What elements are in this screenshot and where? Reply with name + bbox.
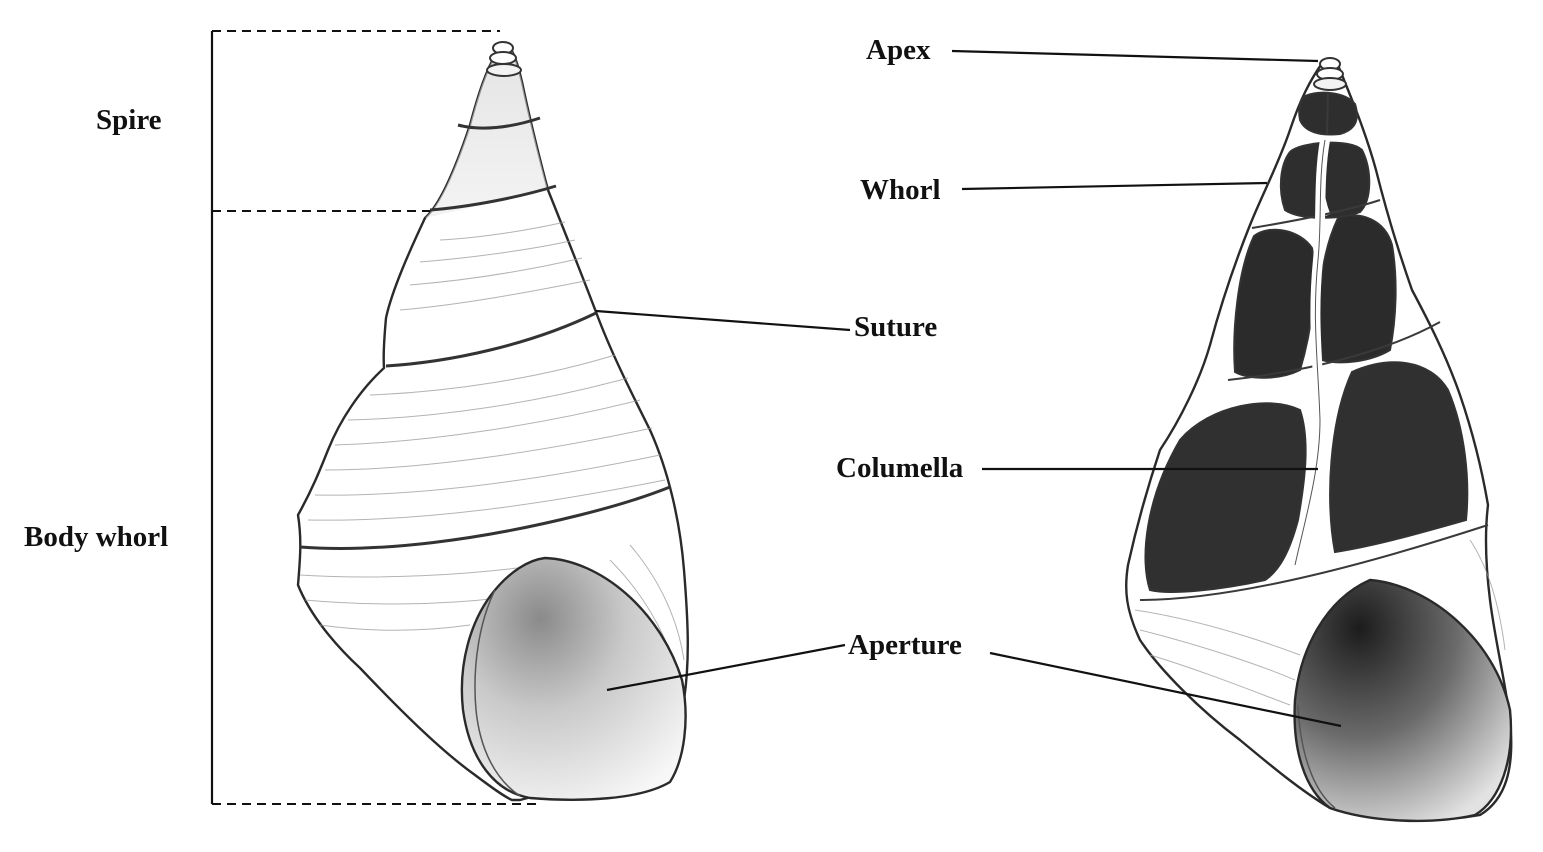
suture-line bbox=[299, 485, 671, 550]
label-columella: Columella bbox=[836, 452, 964, 484]
suture-line bbox=[457, 116, 541, 130]
exterior-aperture bbox=[460, 556, 687, 801]
apex-ring bbox=[1313, 77, 1347, 91]
label-whorl: Whorl bbox=[860, 174, 941, 206]
whorl-chamber bbox=[1144, 402, 1307, 593]
cross-section-shell-illustration bbox=[1125, 57, 1513, 823]
whorl-wall bbox=[1139, 524, 1489, 601]
growth-lines bbox=[1134, 539, 1506, 706]
leader-aperture-left bbox=[606, 643, 846, 692]
growth-lines bbox=[299, 221, 685, 671]
leader-apex bbox=[951, 49, 1319, 63]
leader-whorl bbox=[961, 181, 1268, 191]
label-apex: Apex bbox=[866, 34, 931, 66]
suture-line bbox=[429, 184, 557, 212]
whorl-chamber bbox=[1329, 361, 1469, 554]
cross-section-aperture bbox=[1293, 578, 1513, 823]
exterior-shell-illustration bbox=[296, 41, 689, 802]
apex-ring bbox=[486, 63, 522, 77]
chamber-divider bbox=[1326, 93, 1329, 135]
whorl-chamber bbox=[1233, 228, 1316, 379]
label-spire: Spire bbox=[96, 104, 162, 136]
spire-shading bbox=[425, 45, 548, 218]
suture-line bbox=[385, 311, 597, 368]
aperture-lip bbox=[474, 589, 521, 797]
leader-suture bbox=[595, 309, 851, 332]
leader-aperture-right bbox=[989, 651, 1342, 728]
label-body-whorl: Body whorl bbox=[24, 521, 168, 553]
aperture-lip bbox=[1297, 704, 1336, 809]
columella-edge bbox=[1294, 139, 1326, 566]
spire-body-whorl-bracket bbox=[210, 30, 540, 805]
whorl-wall bbox=[1227, 321, 1441, 381]
label-suture: Suture bbox=[854, 311, 937, 343]
apex-ring bbox=[489, 51, 517, 65]
label-aperture: Aperture bbox=[848, 629, 962, 661]
whorl-chamber bbox=[1318, 214, 1397, 364]
